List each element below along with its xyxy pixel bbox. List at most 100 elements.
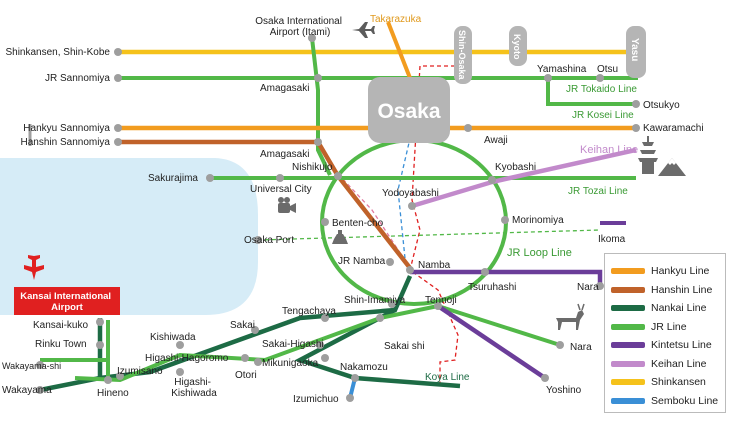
label-itami-line-1: Osaka International: [255, 16, 342, 27]
dot-sakurajima[interactable]: [206, 174, 214, 182]
label-otori: Otori: [235, 370, 257, 381]
dot-mikunigaoka[interactable]: [321, 354, 329, 362]
hanshin-line: [118, 139, 412, 270]
legend-label: Hanshin Line: [651, 283, 713, 296]
legend-item: Kintetsu Line: [611, 337, 712, 353]
legend-item: Hankyu Line: [611, 263, 709, 279]
dashed-line-blue: [397, 129, 413, 269]
deer-icon: [556, 303, 585, 330]
shin-osaka-hub[interactable]: [454, 26, 472, 84]
label-sakai-shi: Sakai shi: [384, 341, 425, 352]
label-benten-cho: Benten-cho: [332, 218, 384, 229]
legend-item: JR Line: [611, 319, 687, 335]
dot-izumichuo[interactable]: [346, 394, 354, 402]
legend-label: Semboku Line: [651, 394, 719, 407]
label-yamashina: Yamashina: [537, 64, 587, 75]
dot-awaji[interactable]: [464, 124, 472, 132]
dot-rinku-town[interactable]: [96, 341, 104, 349]
kyoto-hub[interactable]: [509, 26, 527, 66]
yasu-hub[interactable]: [626, 26, 646, 78]
legend-swatch: [611, 342, 645, 348]
dot-sakai-higashi[interactable]: [316, 341, 324, 349]
label-takarazuka: Takarazuka: [370, 14, 422, 25]
dot-hineno[interactable]: [104, 376, 112, 384]
dot-jr-sannomiya[interactable]: [114, 74, 122, 82]
dot-otori[interactable]: [254, 358, 262, 366]
label-shin-imamiya: Shin-Imamiya: [344, 295, 406, 306]
dot-wakayama-shi[interactable]: [36, 361, 44, 369]
label-yodoyabashi: Yodoyabashi: [382, 188, 439, 199]
label-tennoji: Tennoji: [425, 295, 457, 306]
dot-tengachaya[interactable]: [321, 314, 329, 322]
shin-osaka-hub-label: Shin-Osaka: [457, 30, 467, 81]
dot-kansai-kuko[interactable]: [96, 318, 104, 326]
legend-label: JR Line: [651, 320, 687, 333]
legend-swatch: [611, 397, 645, 404]
dot-higashi-kishiwada[interactable]: [176, 368, 184, 376]
dot-amagasaki-jr[interactable]: [314, 74, 322, 82]
dot-morinomiya[interactable]: [501, 216, 509, 224]
dot-yodoyabashi[interactable]: [408, 202, 416, 210]
dot-itami[interactable]: [308, 34, 316, 42]
mountain-icon: [658, 158, 686, 176]
dot-wakayama[interactable]: [36, 386, 44, 394]
dot-hanshin-sannomiya[interactable]: [114, 138, 122, 146]
dot-hankyu-sannomiya[interactable]: [114, 124, 122, 132]
dot-nara-jr[interactable]: [556, 341, 564, 349]
nankai-koya-line: [294, 308, 461, 389]
dot-izumisano[interactable]: [116, 372, 124, 380]
legend-item: Shinkansen: [611, 374, 706, 390]
dot-yoshino[interactable]: [541, 374, 549, 382]
legend-swatch: [611, 360, 645, 367]
legend-swatch: [611, 323, 645, 330]
dot-kyobashi[interactable]: [488, 176, 496, 184]
dot-kishiwada[interactable]: [176, 341, 184, 349]
dot-namba[interactable]: [406, 266, 414, 274]
label-higashi-hagoromo: Higashi-Hagoromo: [145, 353, 229, 364]
dot-tennoji[interactable]: [434, 302, 442, 310]
label-nishikujo: Nishikujo: [292, 162, 333, 173]
dot-kawaramachi[interactable]: [632, 124, 640, 132]
dot-benten-cho[interactable]: [321, 218, 329, 226]
label-izumisano: Izumisano: [117, 366, 163, 377]
osaka-hub[interactable]: [368, 77, 450, 143]
dot-tsuruhashi[interactable]: [481, 268, 489, 276]
kansai-airport-badge[interactable]: [14, 287, 120, 315]
dot-higashi-hagoromo[interactable]: [241, 354, 249, 362]
dot-yamashina[interactable]: [544, 74, 552, 82]
dot-otsukyo[interactable]: [632, 100, 640, 108]
dot-shinkansen-shin-kobe[interactable]: [114, 48, 122, 56]
dot-otsu[interactable]: [596, 74, 604, 82]
dot-universal-city[interactable]: [276, 174, 284, 182]
label-otsukyo: Otsukyo: [643, 100, 680, 111]
kansai-airport-label: Kansai International Airport: [20, 291, 113, 313]
dot-jr-namba[interactable]: [386, 258, 394, 266]
kansai-airplane-icon: [24, 255, 44, 280]
legend-item: Semboku Line: [611, 393, 718, 409]
castle-icon: [332, 230, 348, 244]
dot-sakai-shi[interactable]: [376, 314, 384, 322]
label-nakamozu: Nakamozu: [340, 362, 388, 373]
station-dots: [36, 34, 640, 402]
label-awaji: Awaji: [484, 135, 508, 146]
dot-shin-imamiya[interactable]: [388, 300, 396, 308]
dot-nara-kintetsu[interactable]: [596, 282, 604, 290]
legend-item: Hanshin Line: [611, 282, 712, 298]
dashed-line-osaka-port: [257, 229, 601, 241]
label-itami: Osaka International Airport (Itami): [255, 16, 345, 38]
dot-amagasaki-hanshin[interactable]: [314, 138, 322, 146]
label-jr-sannomiya: JR Sannomiya: [45, 73, 110, 84]
label-hankyu-sannomiya: Hankyu Sannomiya: [23, 123, 110, 134]
legend-label: Hankyu Line: [651, 265, 710, 277]
dot-sakai[interactable]: [251, 326, 259, 334]
dot-nishikujo[interactable]: [334, 172, 342, 180]
dot-osaka-port[interactable]: [254, 236, 262, 244]
label-universal-city: Universal City: [250, 184, 312, 195]
jr-takarazuka-line: [310, 37, 332, 176]
legend-label: Kintetsu Line: [651, 339, 712, 351]
jr-yamatoji-line: [437, 304, 561, 347]
label-jr-tozai-line: JR Tozai Line: [568, 186, 628, 197]
dot-nakamozu[interactable]: [351, 374, 359, 382]
